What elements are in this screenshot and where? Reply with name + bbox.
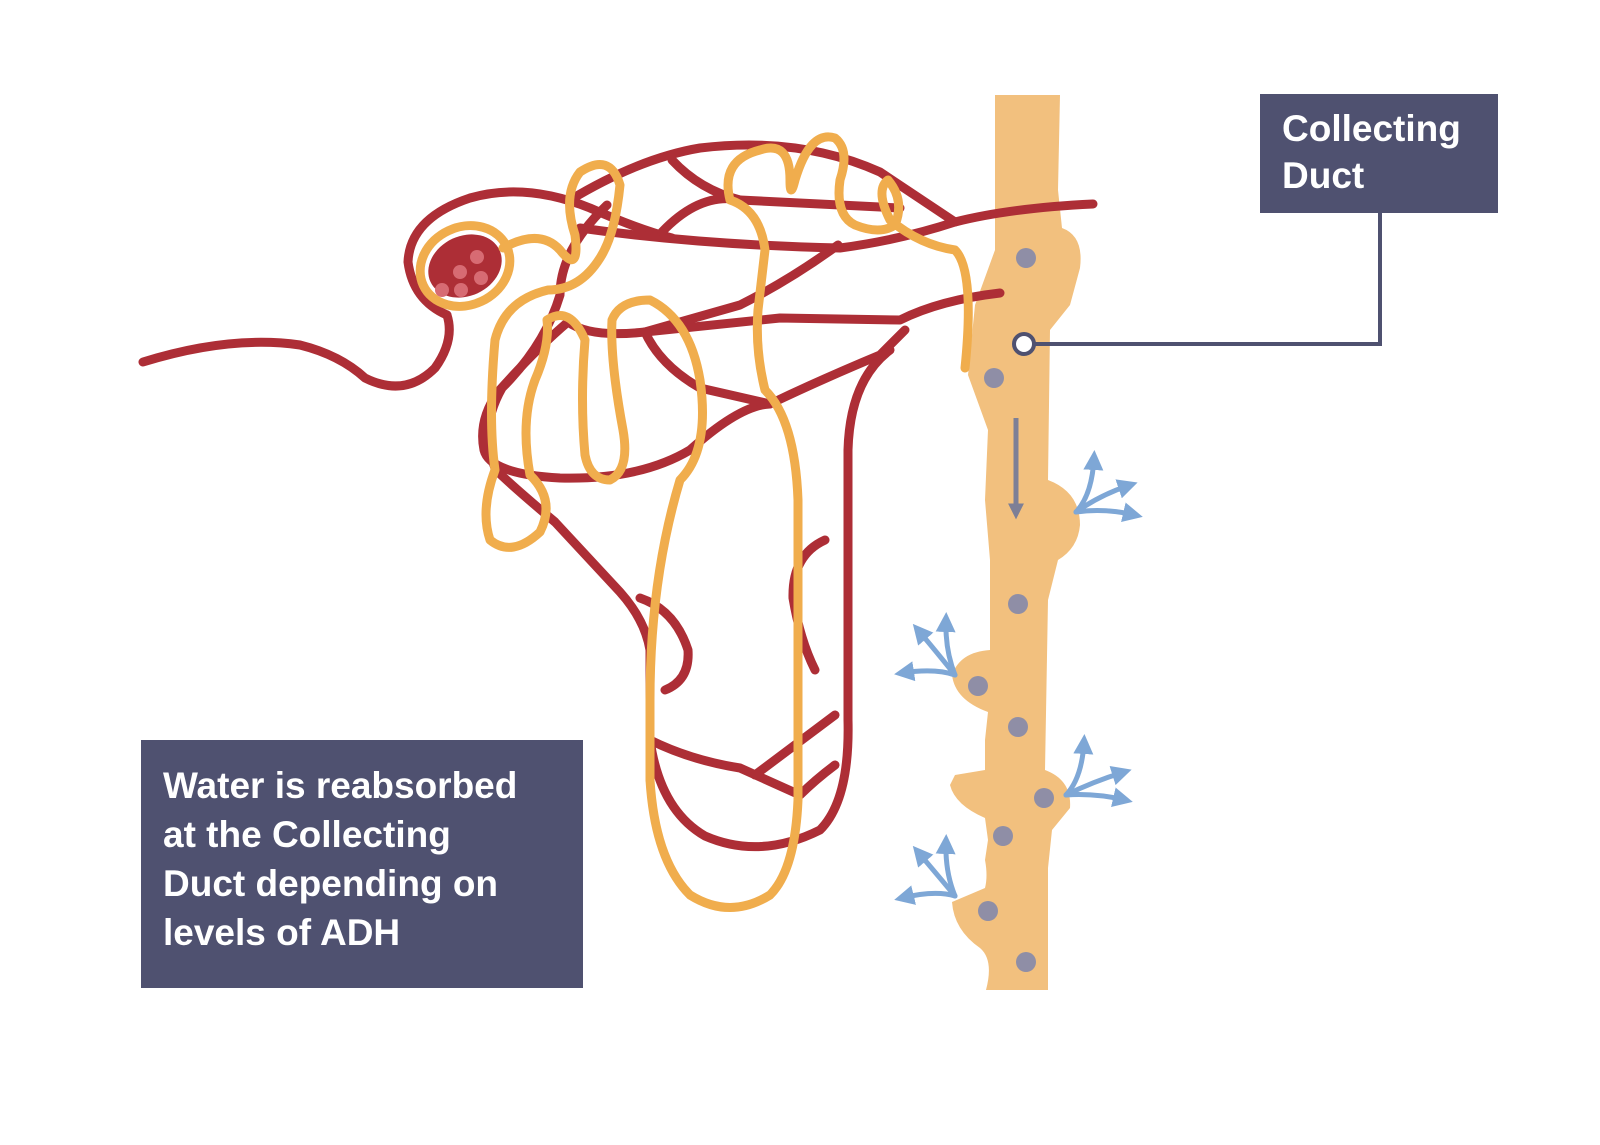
efferent-vessel [565,140,1098,227]
duct-cell [1016,952,1036,972]
capillary-net [478,288,1005,483]
duct-cell [984,368,1004,388]
collecting-duct [950,95,1081,990]
label-leader-line [1028,213,1382,346]
collecting-duct-label-line: Duct [1282,155,1365,196]
duct-cell [1008,717,1028,737]
explanation-line: at the Collecting [163,814,451,855]
explanation-line: Water is reabsorbed [163,765,518,806]
afferent-arteriole [138,310,454,391]
capillary-lower [640,327,775,409]
proximal-convoluted-tubule [481,159,707,785]
capillary-diagonal [640,240,843,337]
duct-cell [993,826,1013,846]
water-reabsorption-arrows [894,450,1143,905]
renal-tubule [481,132,973,912]
explanation-label: Water is reabsorbed at the Collecting Du… [141,740,583,988]
vasa-recta-inner [645,735,840,800]
label-pointer-dot [1012,332,1036,356]
duct-cell [1016,248,1036,268]
duct-cells [968,248,1054,972]
vasa-recta-outer [483,200,895,852]
vasa-recta-branch-right [788,535,830,675]
duct-cell [1008,594,1028,614]
duct-cell [1034,788,1054,808]
loop-of-henle [645,132,973,912]
collecting-duct-label: Collecting Duct [1260,94,1498,213]
explanation-line: levels of ADH [163,912,401,953]
explanation-line: Duct depending on [163,863,499,904]
collecting-duct-label-line: Collecting [1282,108,1461,149]
duct-cell [968,676,988,696]
glomerulus-dots [435,250,488,297]
duct-cell [978,901,998,921]
